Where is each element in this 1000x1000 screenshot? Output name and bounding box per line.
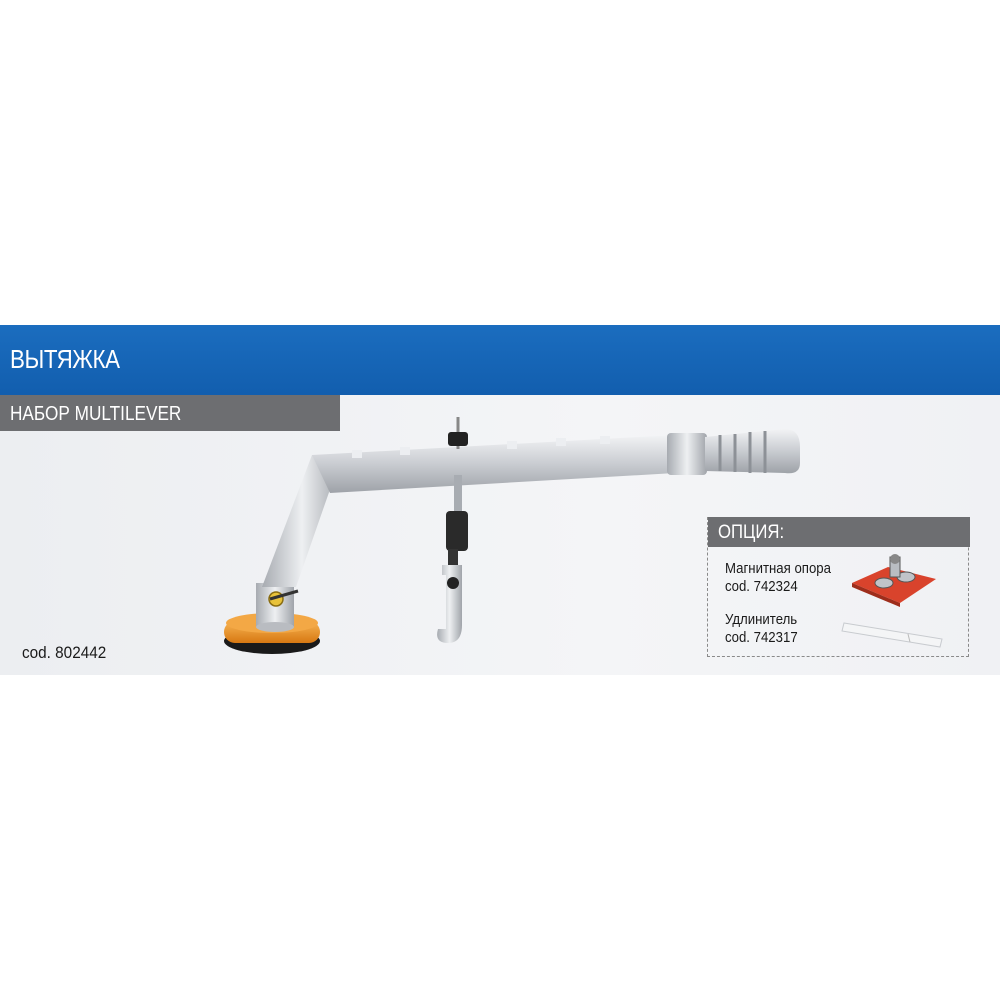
options-header: ОПЦИЯ: (708, 517, 970, 547)
product-code: cod. 802442 (22, 643, 107, 662)
option-item-extension: Удлинитель cod. 742317 (725, 611, 808, 647)
options-title: ОПЦИЯ: (718, 522, 785, 543)
option-item-magnetic-support: Магнитная опора cod. 742324 (725, 560, 845, 596)
multilever-puller-image (224, 417, 800, 654)
options-box: ОПЦИЯ: Магнитная опора cod. 742324 Удлин… (707, 517, 970, 657)
product-panel: ВЫТЯЖКА НАБОР MULTILEVER (0, 325, 1000, 675)
page-title: ВЫТЯЖКА (10, 344, 120, 374)
option-code: cod. 742317 (725, 629, 798, 646)
extension-rod-image (841, 622, 943, 648)
subtitle-bar: НАБОР MULTILEVER (0, 395, 340, 431)
option-name: Удлинитель (725, 611, 798, 628)
title-bar: ВЫТЯЖКА (0, 325, 1000, 395)
product-subtitle: НАБОР MULTILEVER (10, 403, 182, 425)
option-name: Магнитная опора (725, 560, 831, 577)
magnetic-support-image (852, 554, 936, 607)
option-code: cod. 742324 (725, 578, 798, 595)
